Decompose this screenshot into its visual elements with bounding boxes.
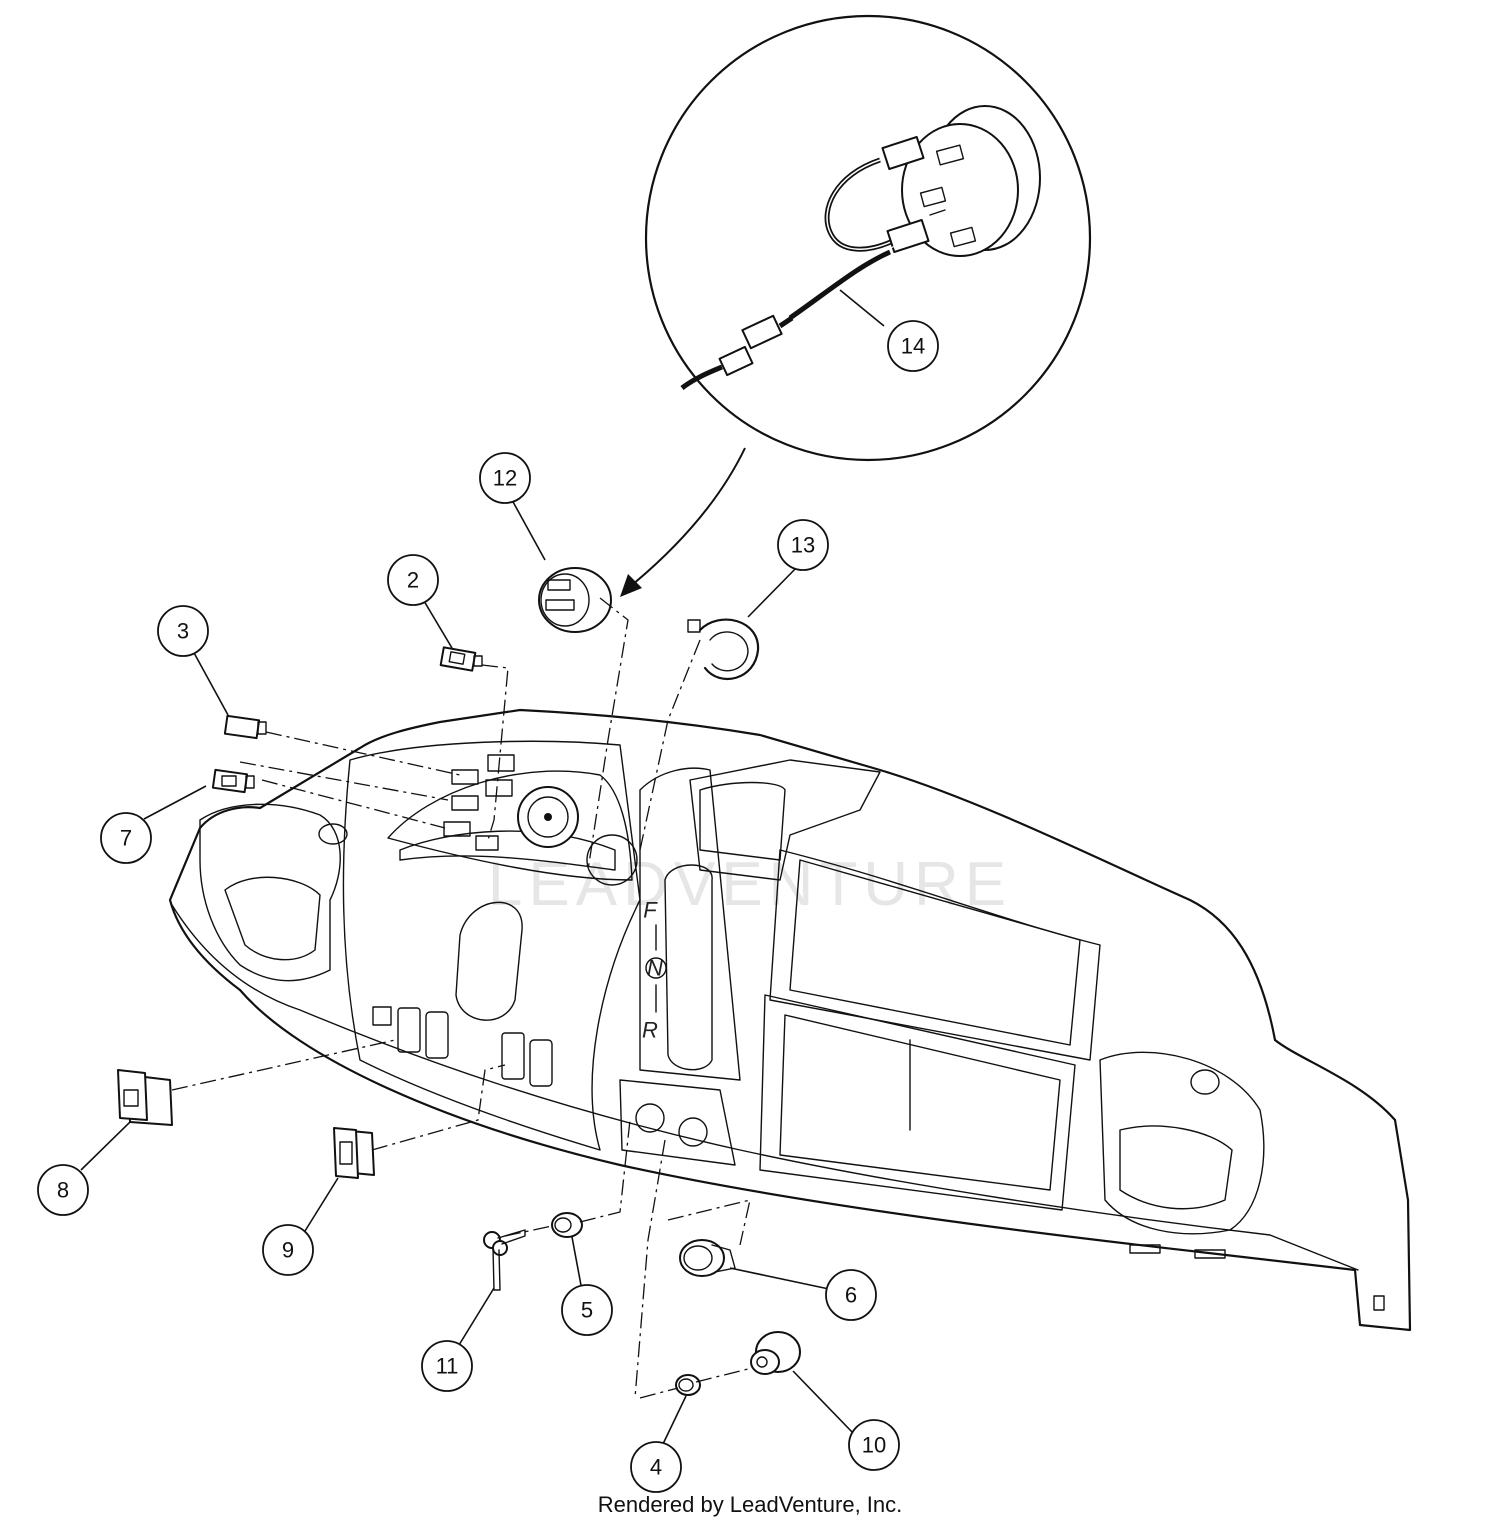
part-5-grommet bbox=[551, 1212, 583, 1238]
svg-text:14: 14 bbox=[901, 334, 925, 359]
part-13-clip bbox=[687, 618, 760, 681]
svg-text:2: 2 bbox=[407, 568, 419, 593]
part-3-indicator bbox=[223, 714, 267, 740]
render-credit: Rendered by LeadVenture, Inc. bbox=[597, 1492, 903, 1517]
part-7-indicator bbox=[211, 768, 255, 794]
neutral-letter: N bbox=[647, 956, 663, 981]
callout-5: 5 bbox=[561, 1284, 613, 1336]
part-4-nut bbox=[675, 1374, 701, 1396]
svg-text:4: 4 bbox=[650, 1455, 662, 1480]
assembly-lines bbox=[171, 597, 753, 1399]
callout-9: 9 bbox=[262, 1224, 314, 1276]
callout-7: 7 bbox=[100, 812, 152, 864]
callout-12: 12 bbox=[479, 452, 531, 504]
svg-text:7: 7 bbox=[120, 826, 132, 851]
part-9-rocker-switch bbox=[333, 1127, 375, 1179]
callout-2: 2 bbox=[387, 554, 439, 606]
svg-text:6: 6 bbox=[845, 1283, 857, 1308]
wiring-detail-bubble bbox=[644, 14, 1092, 462]
leader-lines bbox=[80, 289, 885, 1445]
svg-text:10: 10 bbox=[862, 1433, 886, 1458]
part-11-keys bbox=[483, 1229, 526, 1291]
callout-4: 4 bbox=[630, 1441, 682, 1493]
callout-11: 11 bbox=[421, 1340, 473, 1392]
hour-meter-rear bbox=[901, 105, 1041, 257]
part-6-cap bbox=[679, 1239, 736, 1277]
svg-text:9: 9 bbox=[282, 1238, 294, 1263]
svg-text:8: 8 bbox=[57, 1178, 69, 1203]
callout-13: 13 bbox=[777, 519, 829, 571]
callout-6: 6 bbox=[825, 1269, 877, 1321]
svg-text:5: 5 bbox=[581, 1298, 593, 1323]
svg-text:3: 3 bbox=[177, 619, 189, 644]
part-2-indicator bbox=[439, 646, 483, 672]
svg-text:13: 13 bbox=[791, 533, 815, 558]
reverse-letter: R bbox=[642, 1018, 658, 1043]
watermark-text: LEADVENTURE bbox=[488, 850, 1012, 919]
svg-text:11: 11 bbox=[436, 1354, 459, 1379]
callout-3: 3 bbox=[157, 605, 209, 657]
wire-harness bbox=[680, 135, 930, 390]
detail-arrow bbox=[620, 447, 746, 597]
dashboard-panel: F N R bbox=[168, 708, 1412, 1332]
svg-text:12: 12 bbox=[493, 466, 517, 491]
callout-14: 14 bbox=[887, 320, 939, 372]
part-12-hour-meter bbox=[538, 567, 612, 633]
forward-letter: F bbox=[643, 898, 658, 923]
part-10-connector bbox=[750, 1331, 801, 1375]
callout-8: 8 bbox=[37, 1164, 89, 1216]
callout-10: 10 bbox=[848, 1419, 900, 1471]
part-8-rocker-switch bbox=[117, 1069, 173, 1126]
